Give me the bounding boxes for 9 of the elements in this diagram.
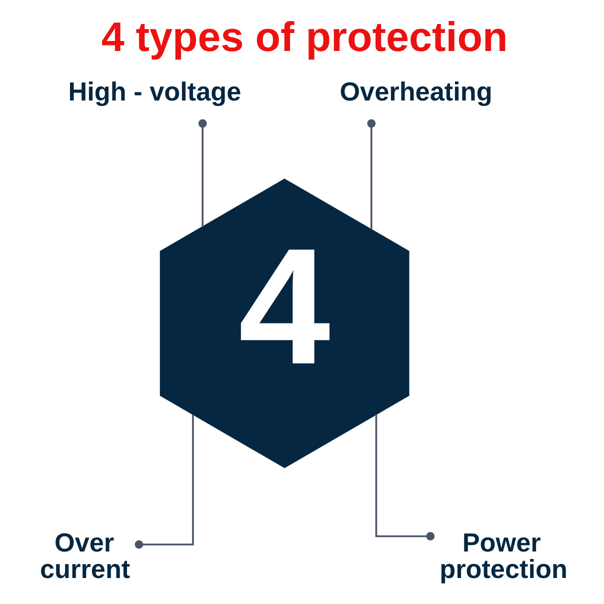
node-text: Over current [40, 528, 130, 584]
node-text: Power protection [439, 528, 567, 584]
node-text: Overheating [339, 76, 492, 106]
connector [134, 414, 194, 549]
diagram-title: 4 types of protection [100, 14, 508, 60]
connector [366, 119, 376, 230]
connector [198, 119, 206, 227]
connector [374, 414, 434, 540]
node-text: High - voltage [68, 76, 241, 106]
